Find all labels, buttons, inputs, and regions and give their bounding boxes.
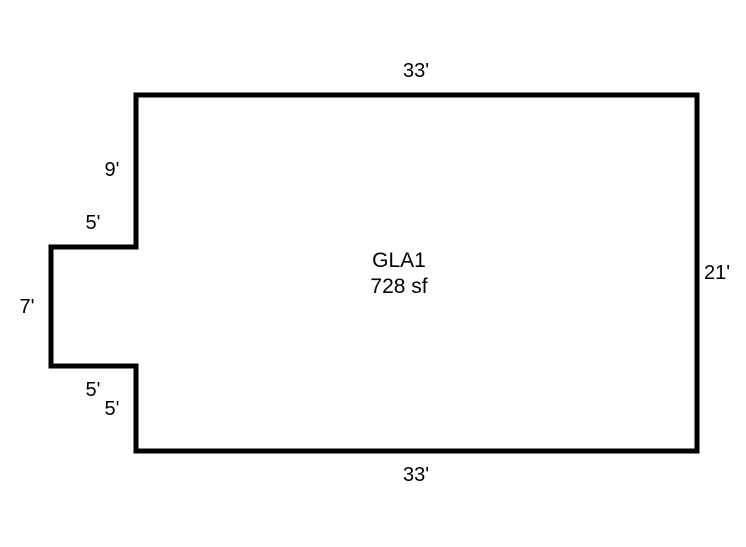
dimension-top: 33' xyxy=(403,60,429,82)
dimension-notch-side: 7' xyxy=(20,296,35,318)
dimension-left-upper: 9' xyxy=(105,159,120,181)
dimension-notch-bottom: 5' xyxy=(86,379,101,401)
dimension-left-lower: 5' xyxy=(105,398,120,420)
area-size: 728 sf xyxy=(370,275,427,298)
dimension-bottom: 33' xyxy=(403,464,429,486)
dimension-notch-top: 5' xyxy=(86,212,101,234)
dimension-right: 21' xyxy=(704,262,730,284)
building-outline xyxy=(48,92,700,454)
area-name: GLA1 xyxy=(372,249,426,272)
